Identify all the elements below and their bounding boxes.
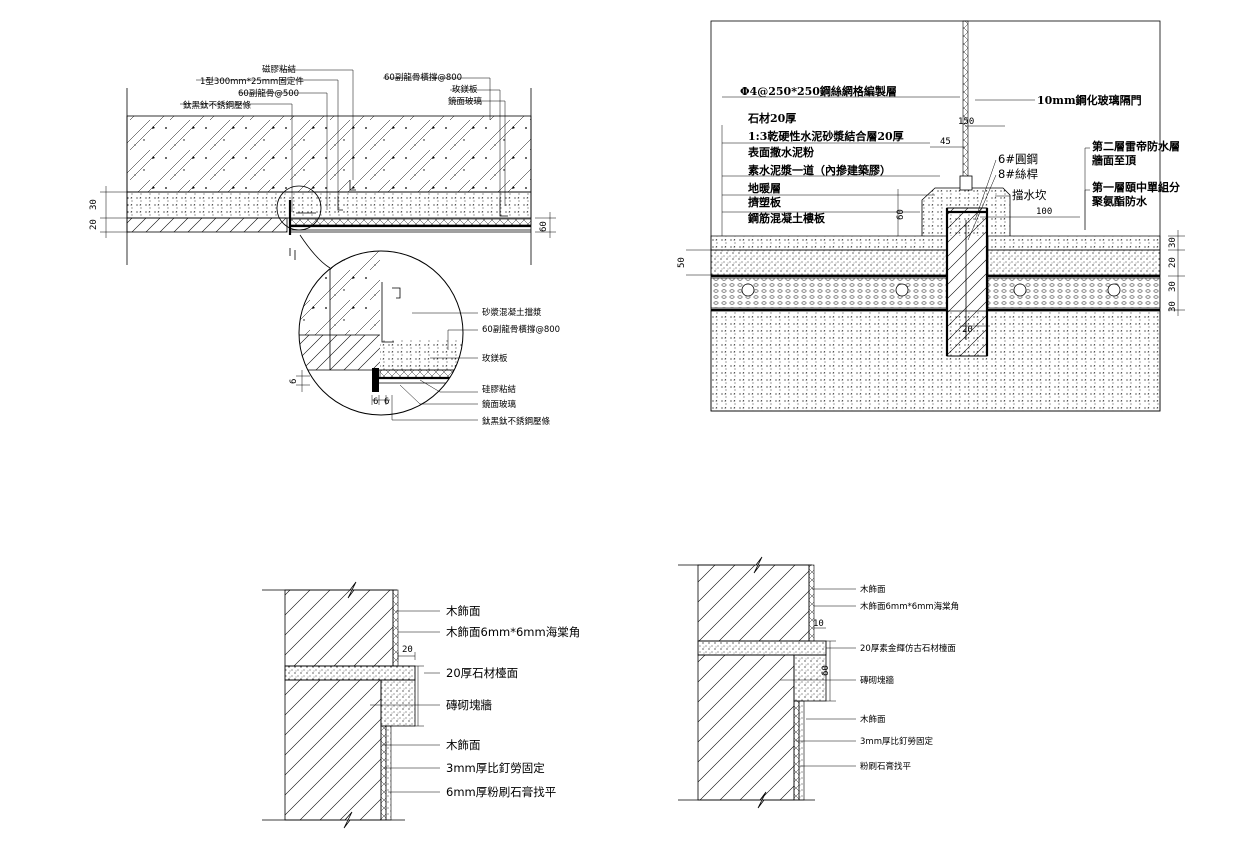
label-br-5: 3mm厚比釘勞固定: [860, 736, 933, 747]
wall-slab: [126, 88, 532, 265]
label-bl-4: 木飾面: [446, 738, 481, 752]
dim-tr-7: 30: [1168, 281, 1178, 292]
label-tr-right-3: 第一層頤中單組分: [1092, 180, 1180, 194]
label-tr-4: 素水泥漿一道（內摻建築膠）: [748, 163, 891, 177]
label-circle-1: 60副龍骨橫撐@800: [482, 324, 560, 335]
label-bl-1: 木飾面6mm*6mm海棠角: [446, 625, 580, 639]
detail-bottom-right: 木飾面 木飾面6mm*6mm海棠角 20厚素金輝仿古石材檯面 磚砌塊牆 木飾面 …: [678, 556, 959, 809]
label-tr-right-0: 10mm鋼化玻璃隔門: [1037, 93, 1142, 107]
label-bl-3: 磚砌塊牆: [446, 698, 492, 712]
dims-tr: [686, 125, 1185, 327]
label-br-2: 20厚素金輝仿古石材檯面: [860, 643, 956, 654]
label-bl-2: 20厚石材檯面: [446, 666, 518, 680]
dims-top-left: [100, 186, 556, 238]
label-tr-0: Φ4@250*250鋼絲網格編製層: [740, 84, 897, 98]
label-tr-mid-0: 6#圓鋼: [998, 152, 1038, 166]
label-tl-1: 1型300mm*25mm固定件: [200, 76, 304, 87]
water-stop-curb: [921, 175, 1011, 357]
detail-top-right: Φ4@250*250鋼絲網格編製層 石材20厚 1:3乾硬性水泥砂漿結合層20厚…: [677, 20, 1185, 412]
label-tl-2: 60副龍骨@500: [238, 88, 299, 99]
dim-tr-4: 50: [677, 257, 687, 268]
leaders-circle: [391, 312, 478, 421]
dim-br-1: 60: [821, 665, 831, 676]
label-tr-2: 1:3乾硬性水泥砂漿結合層20厚: [748, 129, 904, 143]
leaders-tr-right: [975, 99, 1090, 230]
dim-circle-1: 6: [373, 397, 378, 407]
leaders-br: [780, 588, 856, 767]
label-bl-6: 6mm厚粉刷石膏找平: [446, 785, 556, 799]
dim-tr-6: 20: [1168, 257, 1178, 268]
dim-tr-5: 30: [1168, 237, 1178, 248]
label-tr-3: 表面撒水泥粉: [747, 145, 814, 159]
label-tr-right-1: 第二層雷帝防水層: [1092, 139, 1180, 153]
label-circle-4: 鏡面玻璃: [482, 399, 517, 410]
label-tr-7: 鋼筋混凝土樓板: [747, 211, 826, 225]
dim-br-0: 10: [813, 619, 824, 629]
dim-tr-0: 150: [958, 117, 974, 127]
label-circle-2: 玫鎂板: [482, 353, 508, 364]
leaders-bl: [370, 610, 440, 793]
dim-tr-3: 100: [1036, 207, 1052, 217]
label-tl-5: 玫鎂板: [452, 84, 478, 95]
label-tr-right-2: 牆面至頂: [1092, 153, 1137, 167]
label-bl-0: 木飾面: [446, 604, 481, 618]
leaders-top-left: [180, 69, 506, 212]
label-circle-0: 砂漿混凝土擋漿: [482, 307, 542, 318]
dim-tl-2: 60: [539, 221, 549, 232]
label-tl-3: 鈦黑鈦不銹鋼壓條: [183, 100, 252, 111]
dim-bl-0: 20: [402, 645, 413, 655]
dim-tr-8: 30: [1168, 301, 1178, 312]
label-br-4: 木飾面: [860, 714, 886, 725]
leaders-tr-mid: [967, 159, 1010, 241]
label-tl-4: 60副龍骨橫撐@800: [384, 72, 462, 83]
dim-tl-1: 20: [89, 219, 99, 230]
glass-door: [962, 20, 969, 182]
label-tr-right-4: 聚氨酯防水: [1091, 194, 1148, 208]
magnified-circle: [296, 234, 464, 416]
floor-layers-tr: [710, 235, 1161, 412]
label-br-0: 木飾面: [860, 584, 886, 595]
detail-bottom-left: 木飾面 木飾面6mm*6mm海棠角 20厚石材檯面 磚砌塊牆 木飾面 3mm厚比…: [262, 581, 580, 829]
label-br-1: 木飾面6mm*6mm海棠角: [860, 601, 959, 612]
label-circle-3: 硅膠粘結: [482, 384, 517, 395]
label-br-6: 粉刷石膏找平: [860, 761, 912, 772]
label-tl-0: 磁膠粘結: [262, 64, 297, 75]
dim-circle-0: 6: [289, 379, 299, 384]
label-bl-5: 3mm厚比釘勞固定: [446, 761, 545, 775]
leaders-tr-left: [721, 96, 960, 236]
dim-tr-9: 20: [962, 325, 973, 335]
detail-top-left: 磁膠粘結 1型300mm*25mm固定件 60副龍骨@500 鈦黑鈦不銹鋼壓條 …: [89, 64, 560, 427]
label-circle-5: 鈦黑鈦不銹鋼壓條: [482, 416, 551, 427]
label-tr-1: 石材20厚: [747, 111, 796, 125]
label-tr-mid-2: 擋水坎: [1012, 188, 1047, 202]
label-tl-6: 鏡面玻璃: [448, 96, 483, 107]
label-tr-mid-1: 8#絲桿: [998, 167, 1038, 181]
dim-circle-2: 6: [384, 397, 389, 407]
label-tr-5: 地暖層: [748, 181, 781, 195]
label-tr-6: 擠塑板: [748, 195, 782, 209]
dim-tr-1: 45: [940, 137, 951, 147]
dim-tl-0: 30: [89, 199, 99, 210]
dim-tr-2: 60: [896, 209, 906, 220]
label-br-3: 磚砌塊牆: [860, 675, 895, 686]
